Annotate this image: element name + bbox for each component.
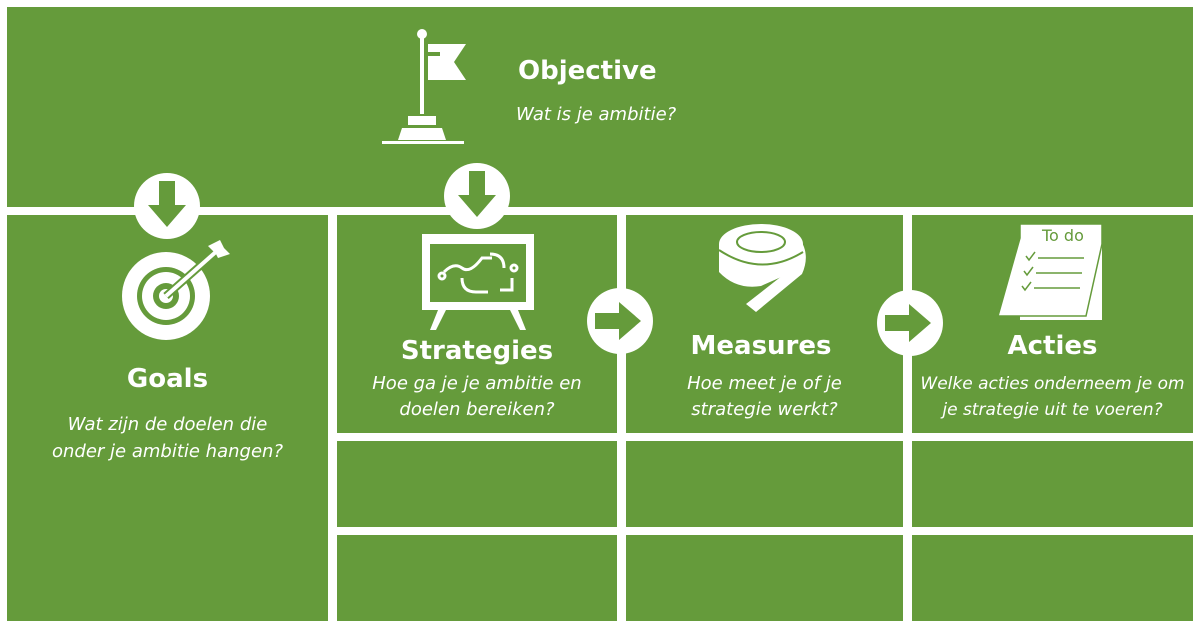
strategies-title: Strategies: [400, 336, 554, 366]
measures-subtitle-line-2: strategie werkt?: [691, 399, 838, 420]
strategies-cell-2: [337, 441, 617, 527]
goals-subtitle-line-1: Wat zijn de doelen die: [67, 414, 268, 435]
arrow-right-icon: [587, 288, 653, 354]
flag-icon: [382, 29, 466, 144]
tape-measure-icon: [718, 224, 806, 312]
whiteboard-icon: [422, 234, 534, 330]
arrow-down-icon: [134, 173, 200, 239]
acties-subtitle-line-1: Welke acties onderneem je om: [920, 374, 1185, 394]
acties-cell-2: [912, 441, 1193, 527]
objective-title: Objective: [518, 56, 657, 86]
goals-title: Goals: [126, 364, 209, 394]
objective-panel: [7, 7, 1193, 207]
measures-subtitle-line-1: Hoe meet je of je: [687, 373, 842, 394]
measures-title: Measures: [690, 331, 832, 361]
strategies-cell-3: [337, 535, 617, 621]
arrow-right-icon: [877, 290, 943, 356]
todo-icon-text: To do: [1042, 226, 1084, 245]
acties-title: Acties: [1007, 331, 1098, 361]
arrow-down-icon: [444, 163, 510, 229]
acties-subtitle-line-2: je strategie uit te voeren?: [942, 400, 1163, 420]
acties-cell-3: [912, 535, 1193, 621]
strategies-subtitle-line-1: Hoe ga je je ambitie en: [372, 373, 582, 394]
todo-list-icon: [997, 223, 1103, 320]
measures-cell-3: [626, 535, 903, 621]
measures-cell-2: [626, 441, 903, 527]
goals-subtitle-line-2: onder je ambitie hangen?: [52, 441, 283, 462]
strategies-subtitle-line-2: doelen bereiken?: [399, 399, 555, 420]
target-icon: [122, 240, 230, 340]
objective-subtitle: Wat is je ambitie?: [516, 104, 677, 125]
